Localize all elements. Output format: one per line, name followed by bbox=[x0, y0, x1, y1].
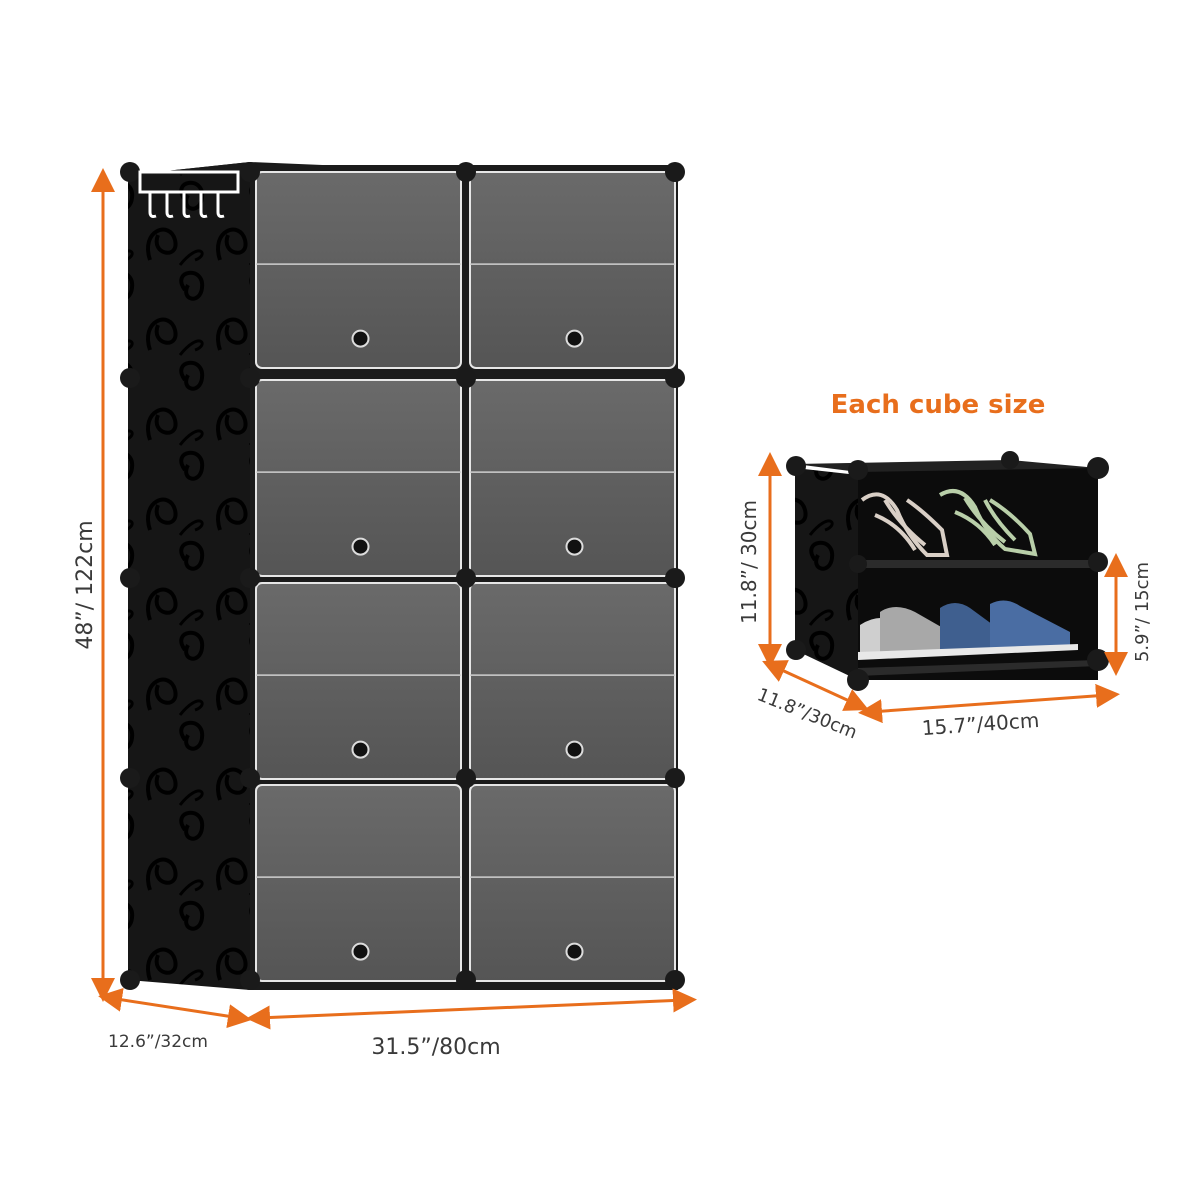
connector-icon bbox=[120, 768, 140, 788]
connector-icon bbox=[456, 768, 476, 788]
cabinet-width-label: 31.5”/80cm bbox=[371, 1035, 500, 1060]
door-knob-icon[interactable] bbox=[351, 942, 370, 961]
cube-shelf-height-label: 5.9”/ 15cm bbox=[1132, 562, 1153, 662]
cabinet-door[interactable] bbox=[469, 582, 676, 780]
sneakers-icon bbox=[858, 600, 1078, 660]
connector-icon bbox=[665, 368, 685, 388]
connector-icon bbox=[120, 970, 140, 990]
connector-icon bbox=[240, 970, 260, 990]
connector-icon bbox=[665, 568, 685, 588]
door-knob-icon[interactable] bbox=[565, 537, 584, 556]
door-knob-icon[interactable] bbox=[351, 329, 370, 348]
connector-icon bbox=[240, 768, 260, 788]
connector-icon bbox=[240, 568, 260, 588]
cabinet-connectors bbox=[120, 162, 685, 990]
door-knob-icon[interactable] bbox=[565, 942, 584, 961]
sandals-pair-1-icon bbox=[860, 492, 950, 557]
cube-depth-arrow bbox=[762, 660, 869, 711]
connector-icon bbox=[120, 568, 140, 588]
cabinet-side-panel bbox=[128, 162, 250, 990]
cube-dimensions bbox=[758, 452, 1128, 724]
cabinet-door[interactable] bbox=[255, 379, 462, 577]
cabinet-depth-label: 12.6”/32cm bbox=[108, 1032, 208, 1052]
door-knob-icon[interactable] bbox=[351, 740, 370, 759]
hook-rack-icon bbox=[138, 170, 240, 218]
connector-icon bbox=[456, 368, 476, 388]
cube-title: Each cube size bbox=[831, 390, 1046, 420]
connector-icon bbox=[665, 768, 685, 788]
connector-icon bbox=[240, 368, 260, 388]
connector-icon bbox=[120, 162, 140, 182]
cube-height-label: 11.8”/ 30cm bbox=[737, 500, 761, 624]
cabinet-door[interactable] bbox=[255, 582, 462, 780]
cabinet-height-label: 48”/ 122cm bbox=[73, 520, 98, 649]
connector-icon bbox=[665, 970, 685, 990]
cube-shelf bbox=[858, 560, 1098, 568]
cabinet-door[interactable] bbox=[469, 784, 676, 982]
cabinet-dimensions bbox=[91, 168, 697, 1030]
cabinet-door[interactable] bbox=[469, 379, 676, 577]
depth-arrow bbox=[98, 987, 252, 1029]
connector-icon bbox=[456, 568, 476, 588]
door-knob-icon[interactable] bbox=[565, 329, 584, 348]
single-cube bbox=[786, 451, 1109, 691]
connector-icon bbox=[665, 162, 685, 182]
cube-depth-label: 11.8”/30cm bbox=[754, 684, 860, 743]
cabinet-door[interactable] bbox=[255, 784, 462, 982]
connector-icon bbox=[456, 162, 476, 182]
cube-width-arrow bbox=[858, 683, 1120, 724]
connector-icon bbox=[240, 162, 260, 182]
cabinet-doors bbox=[255, 171, 676, 982]
cabinet-door[interactable] bbox=[469, 171, 676, 369]
connector-icon bbox=[120, 368, 140, 388]
cube-width-label: 15.7”/40cm bbox=[921, 708, 1040, 740]
door-knob-icon[interactable] bbox=[565, 740, 584, 759]
width-arrow bbox=[246, 988, 697, 1030]
cabinet-door[interactable] bbox=[255, 171, 462, 369]
door-knob-icon[interactable] bbox=[351, 537, 370, 556]
sandals-pair-2-icon bbox=[938, 489, 1038, 557]
connector-icon bbox=[456, 970, 476, 990]
